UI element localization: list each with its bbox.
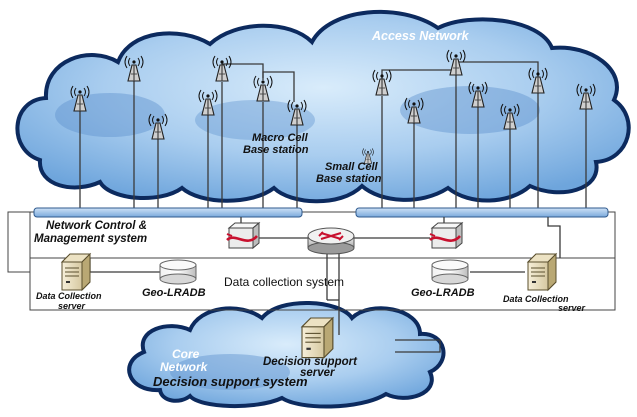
server-icon bbox=[61, 253, 91, 291]
geo-lradb-left-label: Geo-LRADB bbox=[142, 287, 206, 299]
dc-server-right-label: Data Collection bbox=[503, 294, 569, 304]
access-network-label: Access Network bbox=[371, 29, 470, 43]
small-cell-label: Small Cell bbox=[325, 161, 379, 173]
right-bus-bar bbox=[355, 207, 609, 218]
core-network-cloud bbox=[127, 300, 446, 409]
dc-server-left-label-line2: server bbox=[58, 301, 86, 311]
decision-server-icon bbox=[301, 317, 334, 359]
core-network-label-line2: Network bbox=[160, 360, 209, 374]
small-cell-label-line2: Base station bbox=[316, 173, 382, 185]
router-icon bbox=[307, 227, 355, 255]
core-network-label: Core bbox=[172, 347, 200, 361]
decision-server-label: Decision support bbox=[263, 356, 358, 368]
macro-cell-label-line2: Base station bbox=[243, 144, 309, 156]
data-collection-system-box bbox=[29, 211, 616, 311]
dc-server-right-label-line2: server bbox=[558, 303, 586, 313]
access-network-cloud bbox=[15, 9, 631, 204]
left-bus-bar bbox=[33, 207, 303, 218]
ncm-label: Network Control & bbox=[46, 220, 147, 232]
geo-lradb-right-label: Geo-LRADB bbox=[411, 287, 475, 299]
decision-server-label-line2: server bbox=[300, 367, 335, 379]
ncm-label-line2: Management system bbox=[34, 233, 147, 245]
database-icon bbox=[431, 259, 469, 285]
macro-cell-label: Macro Cell bbox=[252, 132, 309, 144]
firewall-icon bbox=[428, 221, 464, 250]
database-icon bbox=[159, 259, 197, 285]
left-loop-link bbox=[7, 211, 30, 273]
dc-server-left-label: Data Collection bbox=[36, 291, 102, 301]
server-icon bbox=[527, 253, 557, 291]
firewall-icon bbox=[225, 221, 261, 250]
decision-support-system-label: Decision support system bbox=[153, 374, 308, 389]
data-collection-system-label: Data collection system bbox=[224, 275, 344, 289]
